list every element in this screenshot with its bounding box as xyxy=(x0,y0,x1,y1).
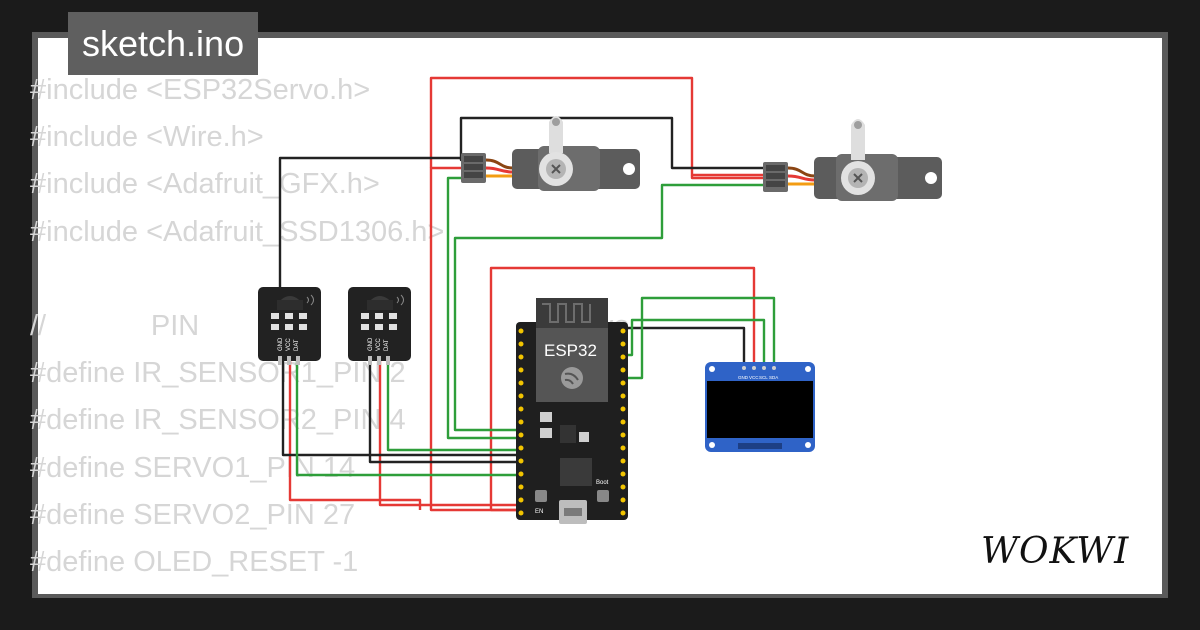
wire-green-oled-scl[interactable] xyxy=(624,318,766,368)
wire-red-servo2[interactable] xyxy=(690,175,770,180)
code-line: #include <Adafruit_SSD1306.h> xyxy=(30,215,445,248)
wire-green-oled-sda[interactable] xyxy=(624,296,776,380)
servo-motor-2[interactable] xyxy=(763,119,942,201)
servo-motor-1[interactable] xyxy=(461,116,640,191)
oled-screen xyxy=(707,381,813,438)
oled-pin-sda-label: SDA xyxy=(769,375,778,380)
code-line: #define SERVO2_PIN 27 xyxy=(30,498,356,531)
wire-green-servo1-sig[interactable] xyxy=(446,176,520,440)
ir1-pin-vcc-label: VCC xyxy=(286,338,292,351)
sketch-file-title: sketch.ino xyxy=(68,12,259,75)
code-line: #include <Wire.h> xyxy=(30,121,264,154)
ir2-pin-dat-label: DAT xyxy=(384,339,390,351)
esp32-devkit[interactable]: ESP32 EN Boot xyxy=(516,298,628,524)
espressif-logo-icon xyxy=(561,367,583,389)
wire-black-ir1-gnd2[interactable] xyxy=(281,360,520,457)
code-line: #define SERVO1_PIN 14 xyxy=(30,451,356,484)
esp32-boot-label: Boot xyxy=(596,480,609,486)
wokwi-logo-text: WOKWI xyxy=(981,531,1129,572)
code-line: #include <ESP32Servo.h> xyxy=(30,74,371,106)
esp32-chip-label: ESP32 xyxy=(544,341,597,360)
ir1-pin-gnd-label: GND xyxy=(278,337,284,351)
oled-pin-vcc-label: VCC xyxy=(749,375,759,380)
esp32-pin-headers xyxy=(518,328,626,516)
ir-receiver-2[interactable]: GND VCC DAT xyxy=(348,287,411,365)
code-background: #include <ESP32Servo.h> #include <Wire.h>… xyxy=(30,67,629,586)
wire-red-top-loop[interactable] xyxy=(429,76,770,177)
wire-red-ir1-vcc[interactable] xyxy=(288,360,422,510)
wire-black-ir1-gnd[interactable] xyxy=(278,156,470,345)
oled-pin-scl-label: SCL xyxy=(759,375,768,380)
oled-display[interactable]: GND VCC SCL SDA xyxy=(705,362,815,452)
ir2-pin-gnd-label: GND xyxy=(368,337,374,351)
wire-black-ir2-gnd[interactable] xyxy=(368,360,520,464)
wire-red-oled-vcc[interactable] xyxy=(489,266,756,512)
ir-receiver-1[interactable]: GND VCC DAT xyxy=(258,287,321,365)
wire-red-ir2-vcc[interactable] xyxy=(378,360,520,507)
ir2-pin-vcc-label: VCC xyxy=(376,338,382,351)
wire-red-servo1-vcc[interactable] xyxy=(429,166,520,512)
wire-green-ir1-dat[interactable] xyxy=(295,360,520,477)
code-line: #include <Adafruit_GFX.h> xyxy=(30,168,380,201)
esp32-en-label: EN xyxy=(535,509,543,515)
ir1-pin-dat-label: DAT xyxy=(294,339,300,351)
code-line: #define OLED_RESET -1 xyxy=(30,545,359,578)
wokwi-logo: WOKWI xyxy=(975,523,1151,577)
wire-green-servo2-sig[interactable] xyxy=(453,183,770,432)
oled-pin-gnd-label: GND xyxy=(738,375,749,380)
code-line: #define IR_SENSOR1_PIN 2 xyxy=(30,357,406,390)
code-line: #define IR_SENSOR2_PIN 4 xyxy=(30,404,406,437)
